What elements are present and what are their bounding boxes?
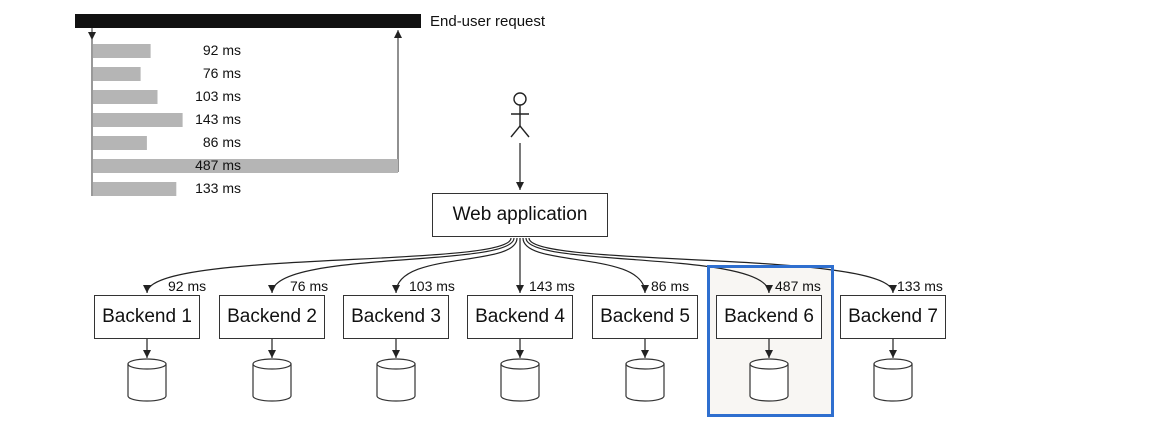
backend-latency-label: 86 ms bbox=[651, 278, 690, 294]
database-icon-top bbox=[252, 358, 292, 370]
timeline-latency-label: 133 ms bbox=[195, 180, 241, 196]
database-icon bbox=[252, 364, 292, 402]
backend-label: Backend 3 bbox=[351, 306, 441, 327]
backend-7-box: Backend 7 bbox=[840, 295, 946, 339]
backend-latency-label: 76 ms bbox=[290, 278, 329, 294]
fanout-arrow bbox=[525, 237, 773, 294]
latency-bar bbox=[93, 159, 398, 173]
database-icon-top bbox=[749, 358, 789, 370]
fanout-arrow bbox=[268, 237, 515, 294]
database-icon bbox=[127, 364, 167, 402]
backend-4-box: Backend 4 bbox=[467, 295, 573, 339]
backend-1-box: Backend 1 bbox=[94, 295, 200, 339]
timeline-latency-label: 76 ms bbox=[202, 65, 241, 81]
backend-label: Backend 4 bbox=[475, 306, 565, 327]
database-icon-top bbox=[376, 358, 416, 370]
timeline-latency-label: 103 ms bbox=[195, 88, 241, 104]
request-bar bbox=[75, 14, 421, 28]
backend-label: Backend 5 bbox=[600, 306, 690, 327]
backend-latency-label: 103 ms bbox=[409, 278, 455, 294]
latency-bar bbox=[93, 182, 177, 196]
latency-bar bbox=[93, 67, 141, 81]
timeline-latency-label: 86 ms bbox=[202, 134, 241, 150]
database-icon bbox=[625, 364, 665, 402]
backend-6-highlight bbox=[707, 265, 834, 417]
latency-bar bbox=[93, 136, 147, 150]
backend-2-box: Backend 2 bbox=[219, 295, 325, 339]
timeline-latency-label: 487 ms bbox=[195, 157, 241, 173]
database-icon-top bbox=[625, 358, 665, 370]
backend-6-box: Backend 6 bbox=[716, 295, 822, 339]
end-user-request-label: End-user request bbox=[430, 13, 546, 30]
timeline-latency-label: 92 ms bbox=[202, 42, 241, 58]
fanout-arrow bbox=[392, 237, 518, 294]
database-icon-top bbox=[127, 358, 167, 370]
backend-label: Backend 7 bbox=[848, 306, 938, 327]
latency-bar bbox=[93, 90, 158, 104]
fanout-arrow bbox=[522, 237, 649, 294]
backend-latency-label: 487 ms bbox=[775, 278, 821, 294]
database-icon bbox=[500, 364, 540, 402]
backend-5-box: Backend 5 bbox=[592, 295, 698, 339]
database-icon-top bbox=[873, 358, 913, 370]
database-icon bbox=[749, 364, 789, 402]
database-icon bbox=[376, 364, 416, 402]
backend-3-box: Backend 3 bbox=[343, 295, 449, 339]
database-icon-top bbox=[500, 358, 540, 370]
backend-label: Backend 6 bbox=[724, 306, 814, 327]
fanout-arrow bbox=[143, 237, 512, 294]
backend-label: Backend 1 bbox=[102, 306, 192, 327]
user-icon bbox=[510, 92, 530, 138]
backend-latency-label: 92 ms bbox=[168, 278, 207, 294]
backend-label: Backend 2 bbox=[227, 306, 317, 327]
timeline-latency-label: 143 ms bbox=[195, 111, 241, 127]
latency-bar bbox=[93, 113, 183, 127]
database-icon bbox=[873, 364, 913, 402]
backend-latency-label: 133 ms bbox=[897, 278, 943, 294]
fanout-arrow bbox=[528, 237, 897, 294]
latency-bar bbox=[93, 44, 151, 58]
web-application-label: Web application bbox=[452, 204, 588, 225]
web-application-box: Web application bbox=[432, 193, 608, 237]
backend-latency-label: 143 ms bbox=[529, 278, 575, 294]
